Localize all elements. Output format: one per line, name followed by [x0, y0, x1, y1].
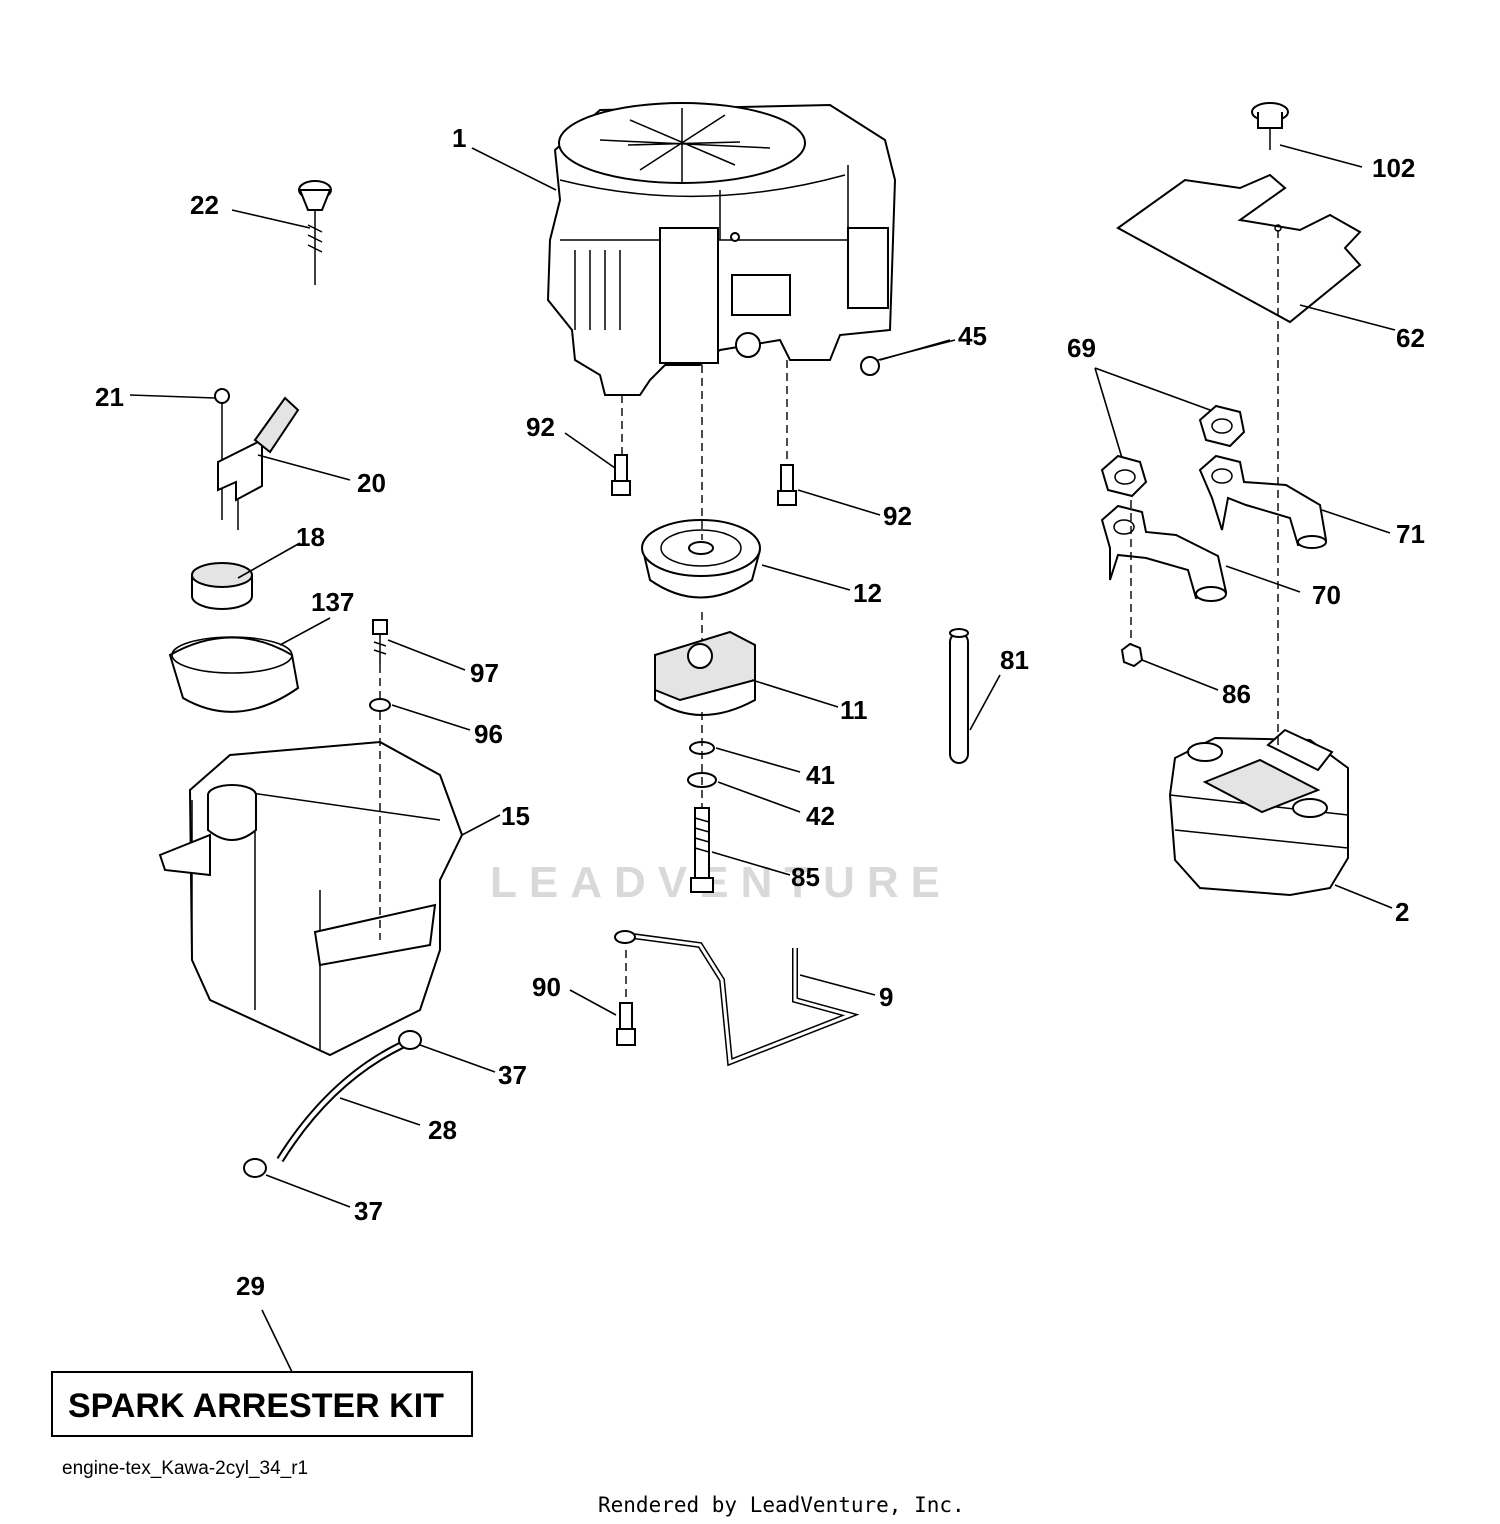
- clutch-part-11[interactable]: [654, 630, 756, 716]
- bolt-part-92-left[interactable]: [611, 454, 631, 496]
- callout-90: 90: [532, 972, 561, 1002]
- washer-part-96[interactable]: [369, 698, 391, 712]
- fuel-tank-part-15[interactable]: [158, 740, 464, 1057]
- callout-96: 96: [474, 719, 503, 749]
- callout-37-top: 37: [498, 1060, 527, 1090]
- callout-20: 20: [357, 468, 386, 498]
- watermark: LEADVENTURE: [490, 858, 952, 907]
- fuel-cap-part-18[interactable]: [191, 562, 253, 610]
- pipe-part-71[interactable]: [1198, 454, 1328, 549]
- callout-37-bottom: 37: [354, 1196, 383, 1226]
- clamp-part-37-top[interactable]: [398, 1030, 422, 1050]
- callout-92-right: 92: [883, 501, 912, 531]
- callout-15: 15: [501, 801, 530, 831]
- callout-70: 70: [1312, 580, 1341, 610]
- rod-part-9[interactable]: [614, 930, 860, 1067]
- dipstick-part-22[interactable]: [298, 180, 332, 285]
- callout-81: 81: [1000, 645, 1029, 675]
- callout-28: 28: [428, 1115, 457, 1145]
- callout-21: 21: [95, 382, 124, 412]
- file-name: engine-tex_Kawa-2cyl_34_r1: [62, 1458, 308, 1479]
- kit-box: [51, 1371, 473, 1437]
- muffler-part-2[interactable]: [1168, 728, 1349, 897]
- nut-part-86[interactable]: [1120, 642, 1144, 668]
- bolt-part-92-right[interactable]: [777, 464, 797, 506]
- callout-1: 1: [452, 123, 466, 153]
- engine-part-1[interactable]: [546, 102, 897, 396]
- callout-labels: 1 22 102 45 62 69 21 92 20 92 71 18 12 7…: [95, 123, 1425, 1301]
- callout-22: 22: [190, 190, 219, 220]
- callout-71: 71: [1396, 519, 1425, 549]
- fuel-line-part-28[interactable]: [276, 1041, 404, 1163]
- gasket-part-69-left[interactable]: [1100, 454, 1148, 498]
- clamp-part-37-bottom[interactable]: [243, 1158, 267, 1178]
- leader-lines: [129, 144, 1396, 1373]
- callout-29: 29: [236, 1271, 265, 1301]
- screw-part-97[interactable]: [372, 619, 388, 665]
- callout-9: 9: [879, 982, 893, 1012]
- callout-85: 85: [791, 862, 820, 892]
- callout-18: 18: [296, 522, 325, 552]
- tube-part-81[interactable]: [949, 628, 969, 764]
- drain-part-45[interactable]: [860, 339, 956, 376]
- callout-11: 11: [840, 695, 868, 725]
- bracket-part-20[interactable]: [217, 396, 300, 530]
- knob-part-102[interactable]: [1251, 102, 1289, 150]
- callout-86: 86: [1222, 679, 1251, 709]
- kit-label: SPARK ARRESTER KIT: [68, 1387, 444, 1425]
- pulley-part-12[interactable]: [641, 519, 761, 599]
- callout-137: 137: [311, 587, 354, 617]
- callout-42: 42: [806, 801, 835, 831]
- callout-62: 62: [1396, 323, 1425, 353]
- callout-41: 41: [806, 760, 835, 790]
- pipe-part-70[interactable]: [1100, 504, 1228, 602]
- callout-97: 97: [470, 658, 499, 688]
- callout-12: 12: [853, 578, 882, 608]
- shield-part-62[interactable]: [1116, 173, 1362, 324]
- callout-92-left: 92: [526, 412, 555, 442]
- assembly-lines: [379, 230, 1279, 1003]
- spark-arrester-kit[interactable]: SPARK ARRESTER KIT: [51, 1371, 473, 1437]
- bolt-part-90[interactable]: [616, 1002, 636, 1046]
- gasket-part-69-right[interactable]: [1198, 404, 1246, 448]
- bolt-part-21[interactable]: [214, 388, 230, 520]
- filler-part-137[interactable]: [168, 636, 300, 713]
- render-credit: Rendered by LeadVenture, Inc.: [598, 1493, 965, 1517]
- bolt-part-85[interactable]: [690, 807, 714, 893]
- callout-45: 45: [958, 321, 987, 351]
- callout-2: 2: [1395, 897, 1409, 927]
- callout-69: 69: [1067, 333, 1096, 363]
- callout-102: 102: [1372, 153, 1415, 183]
